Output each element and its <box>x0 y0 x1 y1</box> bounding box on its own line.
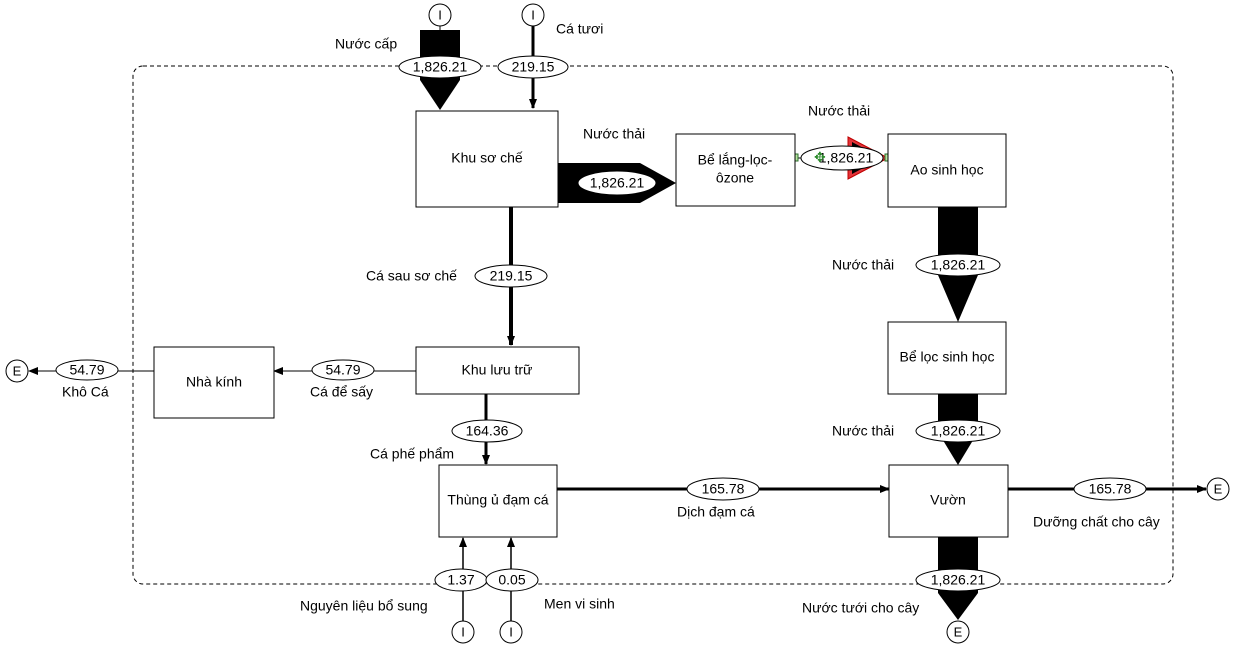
node-label: Bể lọc sinh học <box>900 349 995 365</box>
node-khu-so-che[interactable]: Khu sơ chế <box>415 110 559 208</box>
svg-text:54.79: 54.79 <box>325 362 360 378</box>
value-nuoc-thai-2: 1,826.21 ✥ <box>800 145 884 171</box>
svg-text:165.78: 165.78 <box>1089 481 1132 497</box>
svg-text:219.15: 219.15 <box>512 59 555 75</box>
svg-text:I: I <box>461 624 465 639</box>
value-ca-phe-pham: 164.36 <box>451 419 523 443</box>
svg-text:E: E <box>954 624 963 639</box>
node-label: Khu lưu trữ <box>462 362 533 378</box>
node-be-loc-sinh-hoc[interactable]: Bể lọc sinh học <box>887 321 1007 395</box>
value-nuoc-thai-4: 1,826.21 <box>915 419 1001 443</box>
node-label-line1: Bể lắng-lọc- <box>698 152 773 168</box>
node-khu-luu-tru[interactable]: Khu lưu trữ <box>415 346 580 395</box>
svg-text:E: E <box>13 363 22 378</box>
flow-label-dich-dam-ca: Dịch đạm cá <box>677 504 755 520</box>
flow-label-men-vi-sinh: Men vi sinh <box>544 596 615 612</box>
svg-text:I: I <box>531 7 535 22</box>
flow-label-ca-phe-pham: Cá phế phẩm <box>370 446 454 462</box>
svg-text:1,826.21: 1,826.21 <box>819 150 874 166</box>
svg-text:1,826.21: 1,826.21 <box>931 257 986 273</box>
node-label: Thùng ủ đạm cá <box>447 492 548 508</box>
flow-label-nuoc-thai-2: Nước thải <box>808 103 870 119</box>
flow-label-nuoc-thai-1: Nước thải <box>583 126 645 142</box>
svg-text:1,826.21: 1,826.21 <box>413 59 468 75</box>
svg-text:0.05: 0.05 <box>498 572 525 588</box>
value-nuoc-thai-3: 1,826.21 <box>915 253 1001 277</box>
value-ca-sau-so-che: 219.15 <box>474 264 548 288</box>
node-nha-kinh[interactable]: Nhà kính <box>153 346 275 419</box>
svg-text:165.78: 165.78 <box>702 481 745 497</box>
flow-label-ca-de-say: Cá để sấy <box>310 384 373 400</box>
node-label: Nhà kính <box>186 374 242 390</box>
value-ca-tuoi: 219.15 <box>497 55 569 79</box>
svg-text:E: E <box>1214 481 1223 496</box>
value-kho-ca: 54.79 <box>55 359 119 381</box>
svg-text:1,826.21: 1,826.21 <box>931 572 986 588</box>
svg-text:164.36: 164.36 <box>466 423 509 439</box>
node-vuon[interactable]: Vườn <box>888 464 1009 538</box>
flow-label-nuoc-thai-4: Nước thải <box>832 423 894 439</box>
export-symbol: E <box>1206 477 1230 501</box>
node-be-lang-loc-ozone[interactable]: Bể lắng-lọc- ôzone <box>675 133 796 207</box>
node-label: Khu sơ chế <box>451 150 523 166</box>
svg-text:1.37: 1.37 <box>447 572 474 588</box>
export-symbol: E <box>5 359 29 383</box>
system-boundary <box>132 65 1174 585</box>
flow-label-nuoc-thai-3: Nước thải <box>832 257 894 273</box>
node-label: Vườn <box>930 492 966 508</box>
value-nuoc-tuoi: 1,826.21 <box>915 568 1001 592</box>
move-cursor-icon: ✥ <box>814 149 826 165</box>
flow-label-duong-chat: Dưỡng chất cho cây <box>1033 514 1160 530</box>
svg-text:54.79: 54.79 <box>69 362 104 378</box>
flow-label-ca-sau-so-che: Cá sau sơ chế <box>366 268 457 284</box>
node-label-line2: ôzone <box>716 170 754 186</box>
value-nguyen-lieu: 1.37 <box>434 568 488 592</box>
value-nuoc-cap: 1,826.21 <box>398 55 482 79</box>
value-men-vi-sinh: 0.05 <box>485 568 539 592</box>
input-symbol: I <box>428 3 452 27</box>
node-thung-u-dam-ca[interactable]: Thùng ủ đạm cá <box>438 464 558 538</box>
svg-text:I: I <box>438 7 442 22</box>
flow-label-nuoc-cap: Nước cấp <box>335 36 397 52</box>
flow-label-kho-ca: Khô Cá <box>62 384 109 400</box>
node-label: Ao sinh học <box>910 162 983 178</box>
export-symbol: E <box>946 620 970 644</box>
svg-text:I: I <box>509 624 513 639</box>
value-duong-chat: 165.78 <box>1073 477 1147 501</box>
input-symbol: I <box>451 620 475 644</box>
value-nuoc-thai-1: 1,826.21 <box>577 170 657 196</box>
flow-label-ca-tuoi: Cá tươi <box>556 21 603 37</box>
svg-text:1,826.21: 1,826.21 <box>931 423 986 439</box>
svg-text:219.15: 219.15 <box>490 268 533 284</box>
value-dich-dam-ca: 165.78 <box>686 477 760 501</box>
value-ca-de-say: 54.79 <box>311 359 375 381</box>
svg-text:1,826.21: 1,826.21 <box>590 175 645 191</box>
flow-label-nguyen-lieu: Nguyên liệu bổ sung <box>300 598 428 614</box>
input-symbol: I <box>499 620 523 644</box>
input-symbol: I <box>521 3 545 27</box>
flow-label-nuoc-tuoi: Nước tưới cho cây <box>802 600 919 616</box>
node-ao-sinh-hoc[interactable]: Ao sinh học <box>887 133 1007 208</box>
